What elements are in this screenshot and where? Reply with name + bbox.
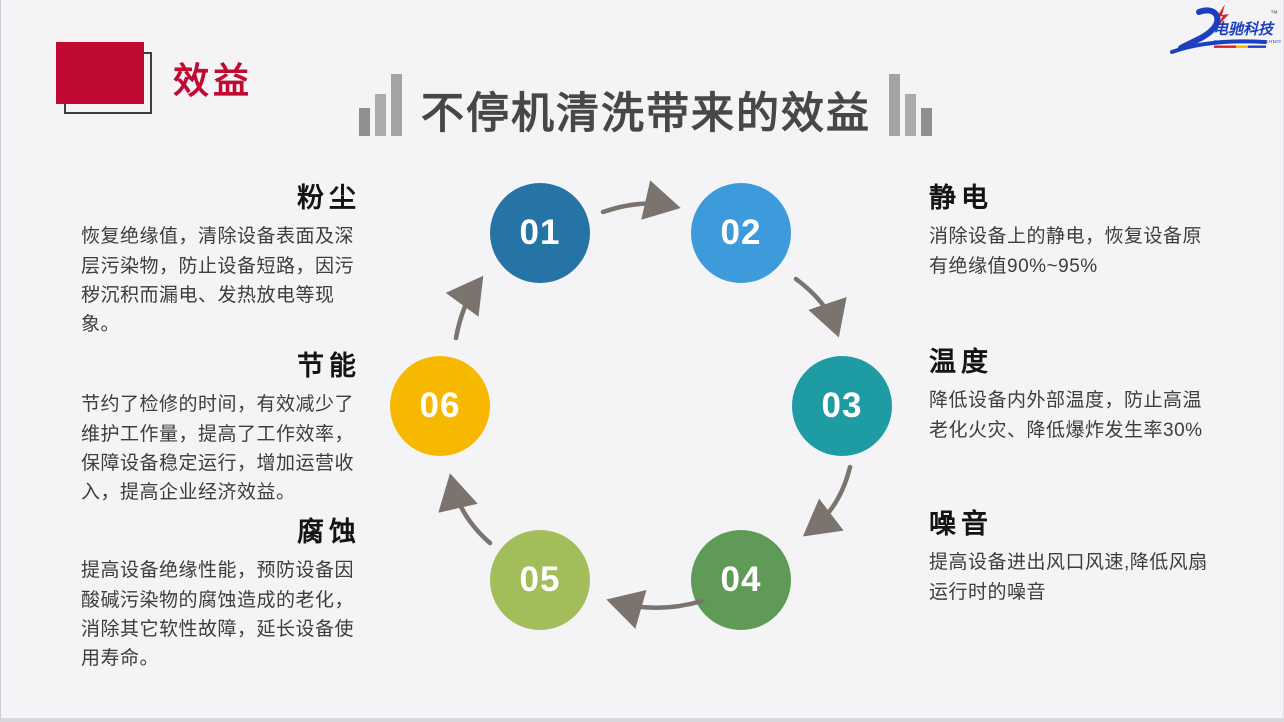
dust-heading: 粉尘 bbox=[297, 183, 361, 213]
corrosion-description: 提高设备绝缘性能，预防设备因酸碱污染物的腐蚀造成的老化，消除其它软性故障，延长设… bbox=[81, 560, 355, 670]
cycle-step-02: 02 bbox=[691, 183, 791, 283]
dust-description: 恢复绝缘值，清除设备表面及深层污染物，防止设备短路，因污秽沉积而漏电、发热放电等… bbox=[81, 226, 355, 336]
energy-saving-block: 节能 节约了检修的时间，有效减少了维护工作量，提高了工作效率，保障设备稳定运行，… bbox=[81, 350, 373, 507]
arrow-04-05 bbox=[606, 589, 705, 629]
logo-brand-text: 电驰科技 bbox=[1213, 21, 1275, 38]
step-number: 03 bbox=[821, 386, 863, 425]
step-number: 01 bbox=[519, 213, 561, 252]
noise-heading: 噪音 bbox=[929, 509, 993, 539]
cycle-step-01: 01 bbox=[490, 183, 590, 283]
arrow-02-03 bbox=[793, 276, 847, 338]
ascending-bars-icon bbox=[359, 74, 402, 136]
cycle-step-04: 04 bbox=[691, 530, 791, 630]
step-number: 05 bbox=[519, 560, 561, 599]
energy-saving-heading: 节能 bbox=[297, 351, 361, 381]
arrow-06-01 bbox=[445, 275, 484, 341]
step-number: 02 bbox=[720, 213, 762, 252]
page-title: 不停机清洗带来的效益 bbox=[421, 89, 871, 138]
step-number: 06 bbox=[419, 386, 461, 425]
energy-saving-description: 节约了检修的时间，有效减少了维护工作量，提高了工作效率，保障设备稳定运行，增加运… bbox=[81, 394, 355, 504]
static-electricity-description: 消除设备上的静电，恢复设备原有绝缘值90%~95% bbox=[929, 226, 1203, 277]
badge-red-box bbox=[56, 42, 144, 104]
corrosion-block: 腐蚀 提高设备绝缘性能，预防设备因酸碱污染物的腐蚀造成的老化，消除其它软性故障，… bbox=[81, 516, 373, 673]
corrosion-heading: 腐蚀 bbox=[297, 517, 361, 547]
temperature-block: 温度 降低设备内外部温度，防止高温老化火灾、降低爆炸发生率30% bbox=[929, 346, 1215, 445]
section-badge-label: 效益 bbox=[173, 60, 254, 101]
trademark-symbol: ™ bbox=[1270, 9, 1278, 18]
cycle-step-06: 06 bbox=[390, 356, 490, 456]
static-electricity-heading: 静电 bbox=[929, 183, 993, 213]
cycle-step-05: 05 bbox=[490, 530, 590, 630]
static-electricity-block: 静电 消除设备上的静电，恢复设备原有绝缘值90%~95% bbox=[929, 182, 1215, 281]
noise-block: 噪音 提高设备进出风口风速,降低风扇运行时的噪音 bbox=[929, 508, 1215, 607]
step-number: 04 bbox=[720, 560, 762, 599]
noise-description: 提高设备进出风口风速,降低风扇运行时的噪音 bbox=[929, 552, 1208, 603]
arrow-05-06 bbox=[438, 473, 493, 546]
dust-block: 粉尘 恢复绝缘值，清除设备表面及深层污染物，防止设备短路，因污秽沉积而漏电、发热… bbox=[81, 182, 373, 339]
logo-tagline-text: ELECTRICAL CHI TECHNOLOGY bbox=[1214, 39, 1281, 44]
arrow-03-04 bbox=[802, 464, 853, 537]
arrow-01-02 bbox=[600, 180, 681, 220]
title-row: 不停机清洗带来的效益 bbox=[336, 68, 956, 138]
descending-bars-icon bbox=[889, 74, 932, 136]
temperature-description: 降低设备内外部温度，防止高温老化火灾、降低爆炸发生率30% bbox=[929, 390, 1203, 441]
cycle-step-03: 03 bbox=[792, 356, 892, 456]
company-logo: 电驰科技 ELECTRICAL CHI TECHNOLOGY ™ bbox=[1169, 2, 1284, 60]
temperature-heading: 温度 bbox=[929, 347, 993, 377]
logo-graphic: 电驰科技 ELECTRICAL CHI TECHNOLOGY ™ bbox=[1170, 4, 1284, 54]
